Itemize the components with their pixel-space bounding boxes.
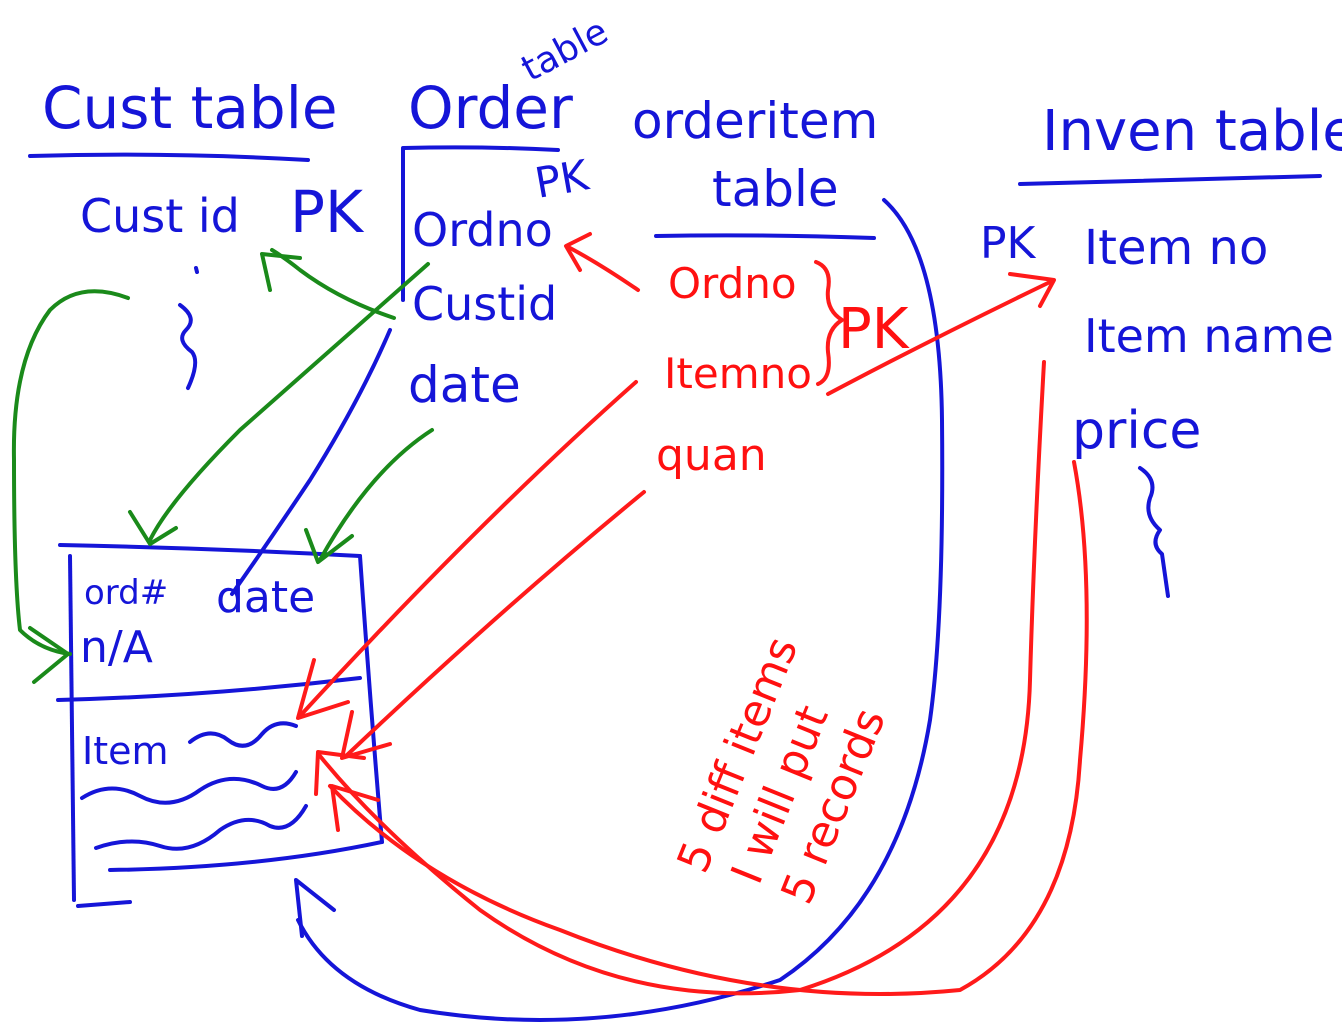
inven-table: Inven table PK Item no Item name price <box>980 99 1342 598</box>
ordno-fk-arrowhead <box>564 232 592 272</box>
itemname-to-form-arrow <box>318 360 1046 996</box>
form-name-label: n/A <box>80 622 153 673</box>
cust-id-pk-label: PK <box>290 178 365 246</box>
cust-to-form-arrowhead <box>28 626 70 684</box>
ordno-to-form-arrowhead <box>128 510 178 546</box>
price-to-form-arrowhead <box>330 784 380 832</box>
order-pk-label: PK <box>531 150 593 208</box>
cust-table-title: Cust table <box>42 74 338 142</box>
itemno-fk-arrow <box>826 280 1052 396</box>
cust-table-underline <box>28 152 310 162</box>
form-right-edge <box>358 554 384 844</box>
inven-ellipsis-squiggle <box>1138 466 1170 598</box>
orderitem-ordno-field: Ordno <box>668 259 797 308</box>
inven-itemno-field: Item no <box>1084 220 1268 276</box>
inven-table-underline <box>1018 174 1322 186</box>
form-order-no-label: ord# <box>84 573 168 613</box>
quan-to-form-arrow <box>344 490 646 758</box>
itemno-fk-arrowhead <box>1008 272 1056 308</box>
form-item-label: Item <box>82 729 169 773</box>
orderitem-loop-line <box>296 198 945 1022</box>
order-table: Order table Ordno PK Custid date <box>401 11 615 414</box>
order-custid-field: Custid <box>412 277 557 331</box>
form-item-line-1 <box>188 721 298 748</box>
ordno-to-form-arrow <box>148 262 430 542</box>
form-item-line-3 <box>94 804 308 851</box>
form-date-label: date <box>216 572 315 623</box>
date-to-form-arrow <box>318 428 434 562</box>
note-group: 5 diff items I will put 5 records <box>668 630 896 911</box>
date-to-form-arrowhead <box>304 528 354 564</box>
quan-to-form-arrowhead <box>340 710 392 760</box>
itemname-to-form-arrowhead <box>314 750 366 796</box>
custid-to-cust-arrowhead <box>260 252 302 292</box>
itemno-to-form-arrowhead <box>296 658 350 720</box>
order-ordno-field: Ordno <box>412 203 553 257</box>
order-table-title: Order <box>408 74 573 142</box>
form-bottom-tail <box>76 900 132 908</box>
orderitem-title-line1: orderitem <box>632 92 878 150</box>
order-to-form-date-line <box>230 328 392 596</box>
form-left-edge <box>68 554 76 902</box>
form-item-line-2 <box>80 770 298 805</box>
cust-dot <box>194 266 199 274</box>
itemno-to-form-arrow <box>298 380 638 718</box>
cust-to-form-arrow <box>11 289 130 656</box>
order-date-field: date <box>408 356 521 414</box>
order-table-underline <box>402 145 560 152</box>
cust-ellipsis-squiggle <box>178 303 198 390</box>
orderitem-table: orderitem table Ordno Itemno quan PK <box>632 92 910 481</box>
inven-table-title: Inven table <box>1042 99 1342 164</box>
orderitem-quan-field: quan <box>656 430 767 481</box>
inven-price-field: price <box>1072 401 1201 461</box>
orderitem-title-line2: table <box>712 160 839 218</box>
orderitem-pk-label: PK <box>838 297 910 362</box>
order-form: ord# date n/A Item <box>56 543 384 908</box>
form-bottom-edge <box>108 840 384 872</box>
orderitem-underline <box>654 233 876 240</box>
inven-itemname-field: Item name <box>1084 309 1334 363</box>
orderitem-itemno-field: Itemno <box>664 349 812 398</box>
cust-table: Cust table Cust id PK <box>28 74 365 390</box>
orderitem-pk-brace <box>814 260 844 386</box>
form-divider <box>56 676 362 702</box>
inven-pk-label: PK <box>980 218 1037 269</box>
ordno-fk-arrow <box>568 246 640 292</box>
cust-id-field: Cust id <box>80 189 240 243</box>
price-to-form-arrow <box>328 460 1089 996</box>
loop-arrowhead <box>294 878 336 938</box>
